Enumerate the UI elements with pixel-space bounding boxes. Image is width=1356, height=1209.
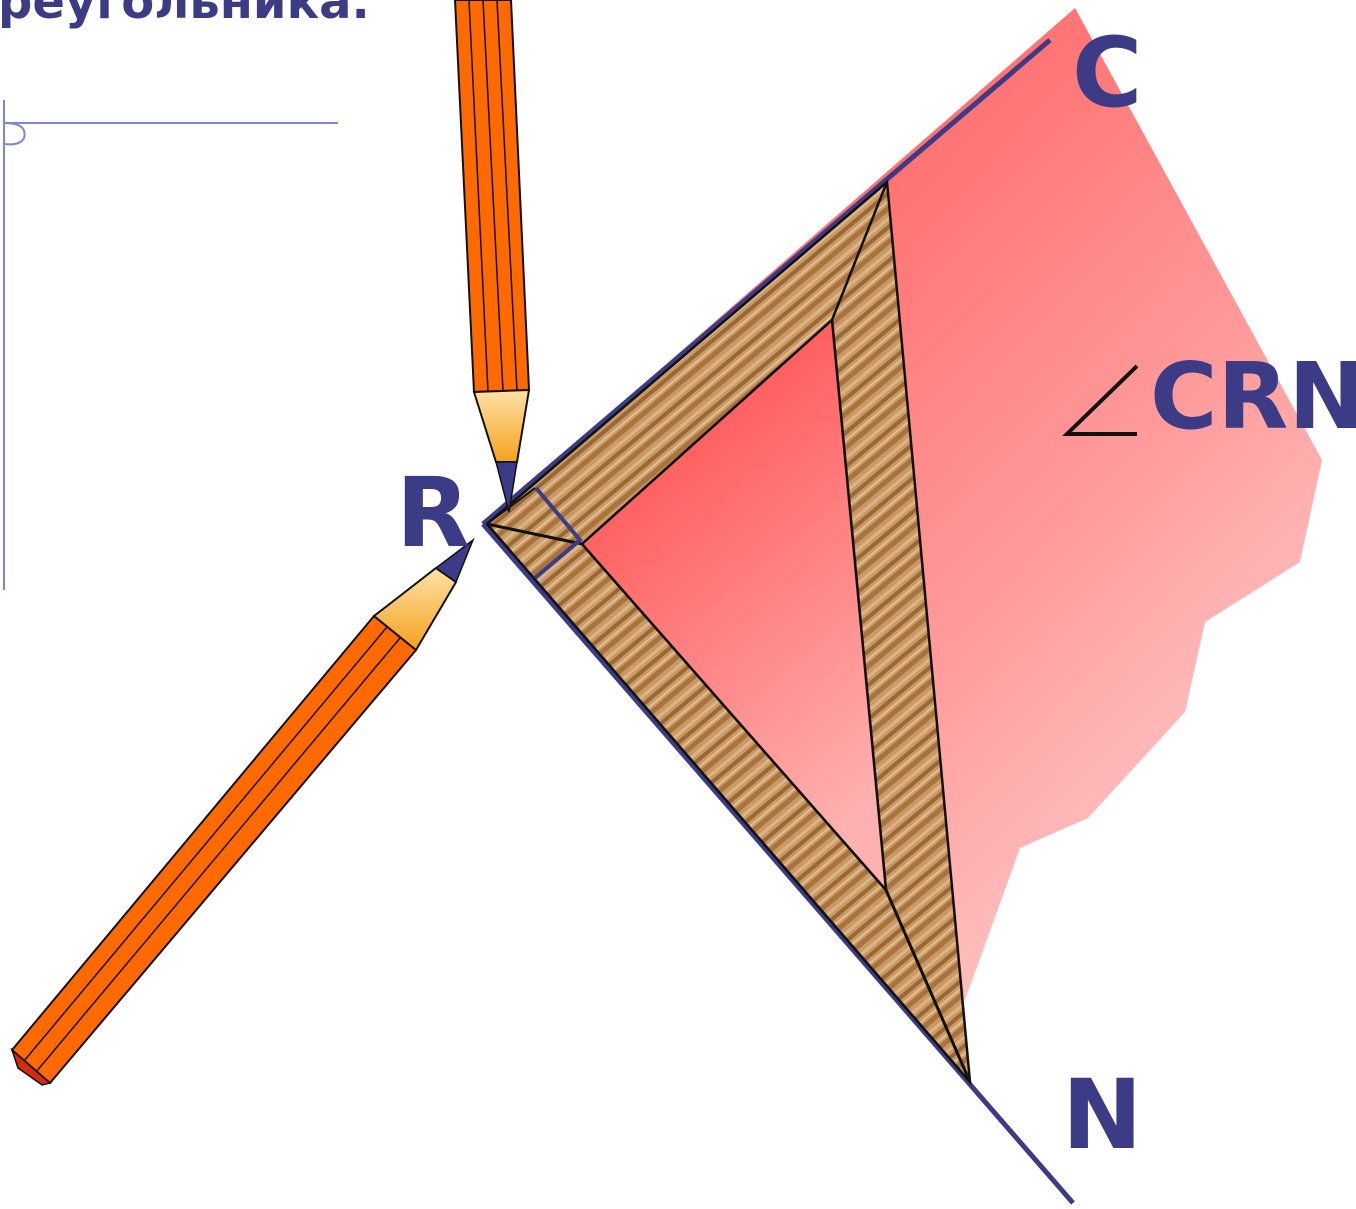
vertex-label-r: R bbox=[396, 457, 470, 569]
ray-rc bbox=[481, 38, 1052, 526]
guide-lines bbox=[3, 100, 338, 590]
pencil-icon bbox=[453, 0, 531, 513]
set-square-icon bbox=[485, 179, 972, 1086]
slide-title-fragment: реугольника. bbox=[0, 0, 370, 30]
angle-name-label: CRN bbox=[1150, 343, 1356, 450]
angle-notation: CRN bbox=[1062, 343, 1356, 450]
ray-label-c: C bbox=[1072, 17, 1142, 129]
ray-label-n: N bbox=[1062, 1059, 1142, 1171]
angle-symbol-icon bbox=[1062, 364, 1139, 436]
pencil-icon bbox=[10, 537, 475, 1086]
ray-rn bbox=[481, 522, 1075, 1205]
